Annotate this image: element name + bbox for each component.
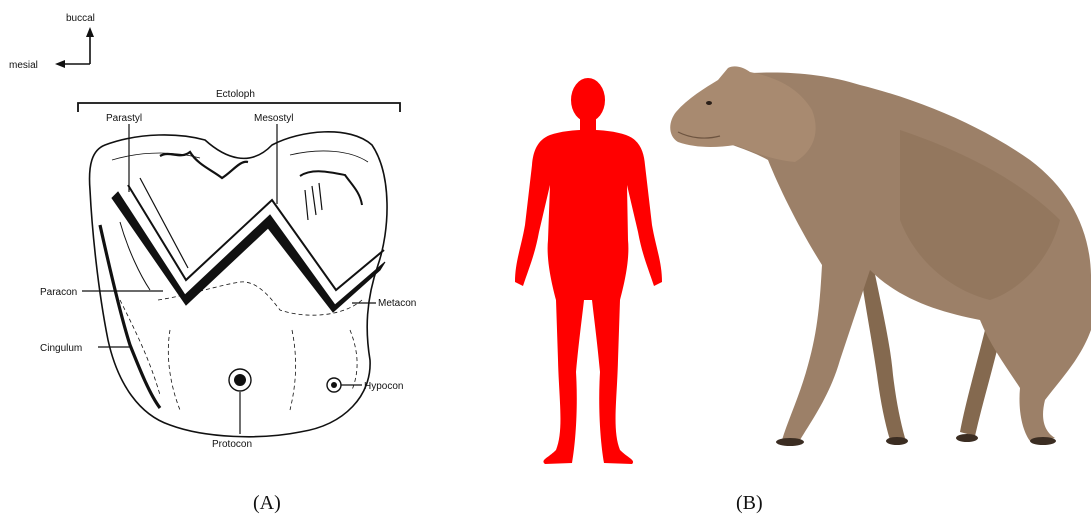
- hypocon-label: Hypocon: [364, 381, 403, 392]
- panel-a-label: (A): [253, 492, 281, 515]
- hypocon-cusp: [327, 378, 341, 392]
- mesostyl-label: Mesostyl: [254, 113, 293, 124]
- ectoloph-bracket: [78, 103, 400, 112]
- human-silhouette: [515, 78, 662, 464]
- panel-b-label: (B): [736, 492, 763, 515]
- cingulum-label: Cingulum: [40, 343, 82, 354]
- orientation-arrows: [55, 27, 94, 68]
- ectoloph-label: Ectoloph: [216, 89, 255, 100]
- buccal-label: buccal: [66, 13, 95, 24]
- protocon-cusp: [229, 369, 251, 391]
- protocon-label: Protocon: [212, 439, 252, 450]
- paracon-label: Paracon: [40, 287, 77, 298]
- parastyl-label: Parastyl: [106, 113, 142, 124]
- animal-illustration: [670, 66, 1091, 446]
- metacon-label: Metacon: [378, 298, 416, 309]
- mesial-label: mesial: [9, 60, 38, 71]
